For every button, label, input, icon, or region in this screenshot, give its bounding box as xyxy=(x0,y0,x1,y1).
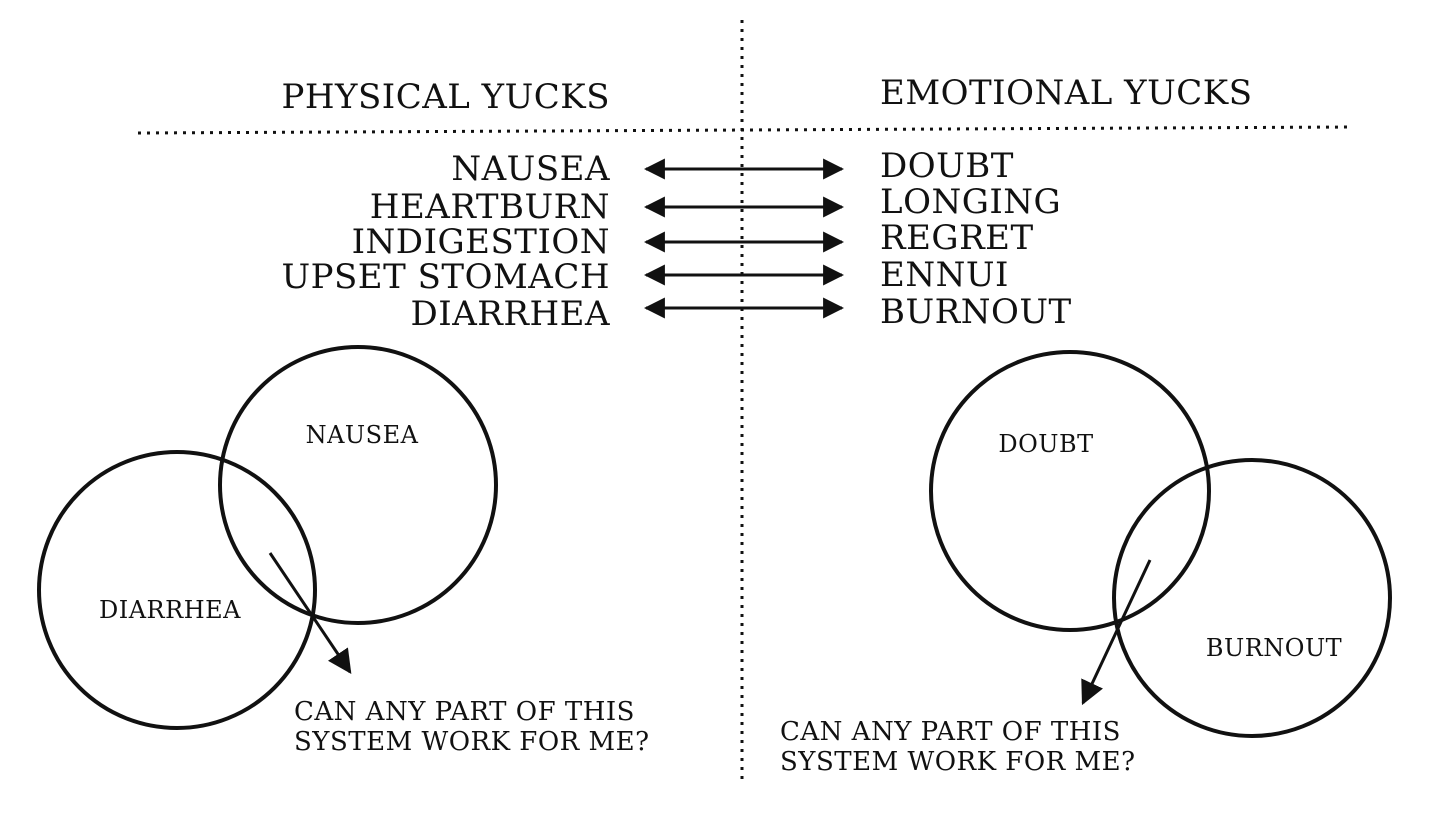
physical-item: HEARTBURN xyxy=(370,187,610,227)
emotional-item: LONGING xyxy=(880,182,1061,222)
pointer-arrow xyxy=(1081,559,1152,706)
pointer-arrow xyxy=(268,552,352,674)
physical-item: NAUSEA xyxy=(451,149,610,189)
question-text-line: CAN ANY PART OF THIS xyxy=(780,717,1121,747)
physical-item: DIARRHEA xyxy=(411,294,610,334)
venn-circle-doubt xyxy=(929,350,1211,632)
question-text-line: CAN ANY PART OF THIS xyxy=(294,697,635,727)
emotional-header: EMOTIONAL YUCKS xyxy=(880,73,1253,113)
physical-item: UPSET STOMACH xyxy=(281,257,610,297)
emotional-item: DOUBT xyxy=(880,146,1014,186)
venn-label-burnout: BURNOUT xyxy=(1206,634,1342,662)
venn-label-doubt: DOUBT xyxy=(998,430,1093,458)
question-text-line: SYSTEM WORK FOR ME? xyxy=(294,727,650,757)
emotional-item: REGRET xyxy=(880,218,1034,258)
venn-label-diarrhea: DIARRHEA xyxy=(99,596,241,624)
physical-item: INDIGESTION xyxy=(352,222,610,262)
venn-label-nausea: NAUSEA xyxy=(306,421,419,449)
physical-header: PHYSICAL YUCKS xyxy=(282,77,610,117)
horizontal-divider xyxy=(137,125,1353,135)
emotional-item: BURNOUT xyxy=(880,292,1072,332)
question-text-line: SYSTEM WORK FOR ME? xyxy=(780,747,1136,777)
emotional-item: ENNUI xyxy=(880,255,1009,295)
venn-circle-diarrhea xyxy=(37,450,317,730)
venn-circle-nausea xyxy=(218,345,498,625)
venn-circle-burnout xyxy=(1112,458,1392,738)
